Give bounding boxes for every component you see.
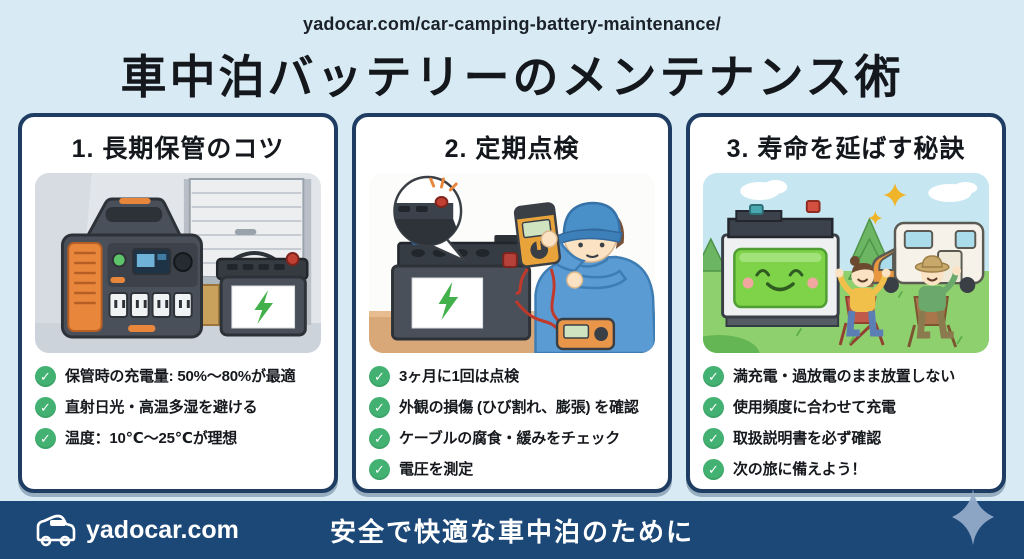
footer-tagline: 安全で快適な車中泊のために [329, 516, 694, 547]
checklist-item: ✓ 直射日光・高温多湿を避ける [35, 397, 321, 418]
page-title: 車中泊バッテリーのメンテナンス術 [120, 51, 904, 103]
check-circle-icon: ✓ [369, 366, 390, 387]
panel-long-term-storage: 1. 長期保管のコツ [18, 113, 338, 493]
checklist-text: ケーブルの腐食・緩みをチェック [399, 430, 621, 447]
check-circle-icon: ✓ [35, 366, 56, 387]
happy-battery-campsite-image [703, 173, 989, 353]
check-circle-icon: ✓ [35, 397, 56, 418]
brand-name: yadocar.com [86, 515, 239, 544]
source-url: yadocar.com/car-camping-battery-maintena… [303, 14, 721, 34]
check-circle-icon: ✓ [703, 397, 724, 418]
check-circle-icon: ✓ [703, 428, 724, 449]
panel-title: 1. 長期保管のコツ [71, 135, 285, 163]
checklist-text: 取扱説明書を必ず確認 [733, 430, 882, 447]
inspection-illustration [369, 173, 655, 353]
footer-bar: yadocar.com 安全で快適な車中泊のために [0, 489, 1024, 559]
panel-periodic-inspection: 2. 定期点検 [352, 113, 672, 493]
multimeter-inspection-image [369, 173, 655, 353]
checklist-item: ✓ 満充電・過放電のまま放置しない [703, 366, 989, 387]
checklist-text: 直射日光・高温多湿を避ける [65, 399, 258, 416]
checklist-text: 3ヶ月に1回は点検 [399, 368, 519, 385]
check-circle-icon: ✓ [35, 428, 56, 449]
checklist: ✓ 3ヶ月に1回は点検 ✓ 外観の損傷 (ひび割れ、膨張) を確認 ✓ ケーブル… [369, 366, 655, 490]
checklist-text: 外観の損傷 (ひび割れ、膨張) を確認 [399, 399, 639, 416]
checklist-item: ✓ 電圧を測定 [369, 459, 655, 480]
check-circle-icon: ✓ [369, 428, 390, 449]
checklist-text: 温度：10℃〜25℃が理想 [65, 430, 238, 447]
power-station-battery-garage-image [35, 173, 321, 353]
checklist-item: ✓ 温度：10℃〜25℃が理想 [35, 428, 321, 449]
checklist: ✓ 満充電・過放電のまま放置しない ✓ 使用頻度に合わせて充電 ✓ 取扱説明書を… [703, 366, 989, 490]
checklist-item: ✓ 次の旅に備えよう！ [703, 459, 989, 480]
brand: yadocar.com [34, 513, 239, 547]
checklist-text: 使用頻度に合わせて充電 [733, 399, 896, 416]
panels-row: 1. 長期保管のコツ [0, 113, 1024, 493]
checklist-item: ✓ 使用頻度に合わせて充電 [703, 397, 989, 418]
check-circle-icon: ✓ [703, 459, 724, 480]
checklist-text: 次の旅に備えよう！ [733, 461, 867, 478]
four-point-sparkle-icon [952, 489, 994, 545]
campsite-illustration [703, 173, 989, 353]
check-circle-icon: ✓ [369, 397, 390, 418]
check-circle-icon: ✓ [369, 459, 390, 480]
checklist-item: ✓ ケーブルの腐食・緩みをチェック [369, 428, 655, 449]
checklist-item: ✓ 外観の損傷 (ひび割れ、膨張) を確認 [369, 397, 655, 418]
checklist-item: ✓ 保管時の充電量: 50%〜80%が最適 [35, 366, 321, 387]
garage-storage-illustration [35, 173, 321, 353]
panel-title: 2. 定期点検 [444, 135, 580, 163]
checklist: ✓ 保管時の充電量: 50%〜80%が最適 ✓ 直射日光・高温多湿を避ける ✓ … [35, 366, 321, 459]
checklist-item: ✓ 取扱説明書を必ず確認 [703, 428, 989, 449]
panel-title: 3. 寿命を延ばす秘訣 [726, 135, 966, 163]
checklist-text: 保管時の充電量: 50%〜80%が最適 [65, 368, 296, 385]
check-circle-icon: ✓ [703, 366, 724, 387]
checklist-text: 満充電・過放電のまま放置しない [733, 368, 956, 385]
page-header: yadocar.com/car-camping-battery-maintena… [0, 0, 1024, 113]
checklist-item: ✓ 3ヶ月に1回は点検 [369, 366, 655, 387]
camper-van-icon [36, 514, 76, 547]
checklist-text: 電圧を測定 [399, 461, 474, 478]
panel-extend-lifespan: 3. 寿命を延ばす秘訣 [686, 113, 1006, 493]
